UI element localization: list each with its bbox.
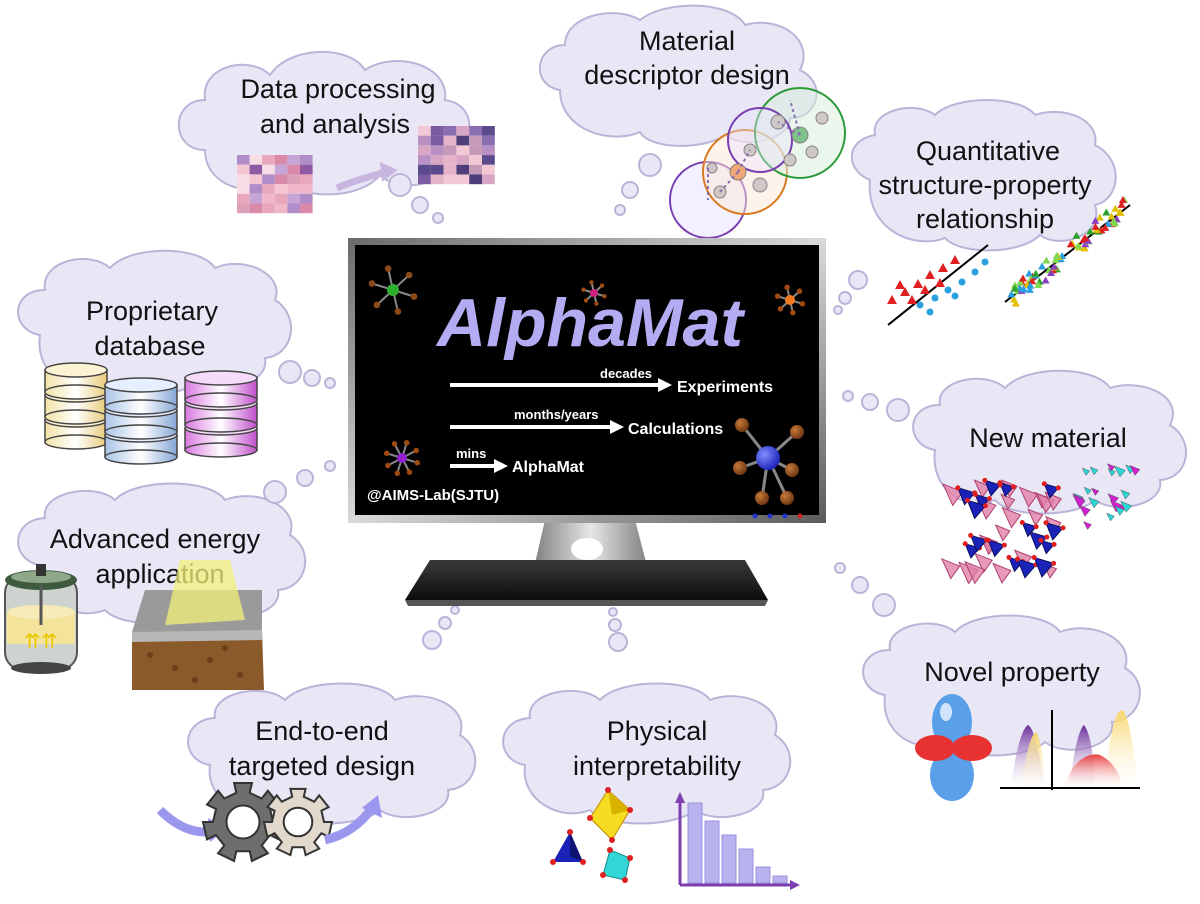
spectrum-peaks-icon <box>1000 710 1140 790</box>
screen-content: AlphaMat decades Experiments months/year… <box>367 265 806 519</box>
output-arrow-icon <box>323 805 376 845</box>
crystal-structure-icon <box>940 477 1066 585</box>
database-cylinder-icon <box>184 370 258 458</box>
svg-text:structure-property: structure-property <box>878 170 1092 200</box>
transform-arrow-head <box>380 162 398 182</box>
orbital-icon <box>915 694 992 801</box>
gear-icon <box>201 782 285 863</box>
svg-text:Data processing: Data processing <box>240 74 435 104</box>
svg-text:Physical: Physical <box>607 716 708 746</box>
svg-text:descriptor design: descriptor design <box>584 60 790 90</box>
crystal-sphere-icon <box>669 87 846 239</box>
battery-icon: ⇈⇈ <box>4 564 78 674</box>
thought-bubbles <box>263 153 910 652</box>
label-experiments: Experiments <box>677 379 773 396</box>
svg-text:interpretability: interpretability <box>573 751 742 781</box>
label-data-processing: Data processing and analysis <box>240 74 435 139</box>
svg-text:targeted design: targeted design <box>229 751 415 781</box>
label-months: months/years <box>514 407 599 422</box>
database-cylinder-icon <box>44 362 108 450</box>
label-alphamat: AlphaMat <box>512 459 585 476</box>
svg-text:Novel property: Novel property <box>924 657 1100 687</box>
heatmap-icon <box>237 155 313 214</box>
label-qspr: Quantitative structure-property relation… <box>878 136 1092 234</box>
label-new-material: New material <box>969 423 1127 453</box>
molecule-icon <box>383 439 421 477</box>
molecule-icon <box>368 265 418 315</box>
molecule-icon <box>733 418 804 505</box>
scatter-fit-icon <box>887 244 989 326</box>
label-mins: mins <box>456 446 486 461</box>
molecule-icon <box>774 284 806 316</box>
label-novel-property: Novel property <box>924 657 1100 687</box>
svg-text:End-to-end: End-to-end <box>255 716 389 746</box>
svg-text:Material: Material <box>639 26 735 56</box>
label-end-to-end: End-to-end targeted design <box>229 716 415 781</box>
svg-text:Advanced energy: Advanced energy <box>50 524 261 554</box>
svg-text:⇈⇈: ⇈⇈ <box>24 629 58 653</box>
svg-text:and analysis: and analysis <box>260 109 410 139</box>
label-calculations: Calculations <box>628 421 723 438</box>
heatmap-icon <box>418 126 495 185</box>
bar-histogram-icon <box>675 792 800 890</box>
gear-icon <box>262 787 334 857</box>
svg-text:relationship: relationship <box>916 204 1054 234</box>
polyhedra-icon <box>550 787 633 883</box>
label-database: Proprietary database <box>86 296 219 361</box>
label-descriptor: Material descriptor design <box>584 26 790 90</box>
svg-text:database: database <box>94 331 205 361</box>
dots-icon <box>752 513 803 519</box>
credit-label: @AIMS-Lab(SJTU) <box>367 487 499 504</box>
scatter-fit-icon <box>1004 195 1131 307</box>
svg-text:New material: New material <box>969 423 1127 453</box>
solar-layer-icon <box>132 560 264 690</box>
crystal-structure-icon <box>1072 463 1141 530</box>
label-physical: Physical interpretability <box>573 716 742 781</box>
cloud-qspr <box>850 99 1117 252</box>
database-cylinder-icon <box>104 377 178 465</box>
label-decades: decades <box>600 366 652 381</box>
svg-text:Proprietary: Proprietary <box>86 296 219 326</box>
svg-text:Quantitative: Quantitative <box>916 136 1060 166</box>
molecule-icon <box>581 280 607 306</box>
cloud-new-material <box>912 369 1187 515</box>
